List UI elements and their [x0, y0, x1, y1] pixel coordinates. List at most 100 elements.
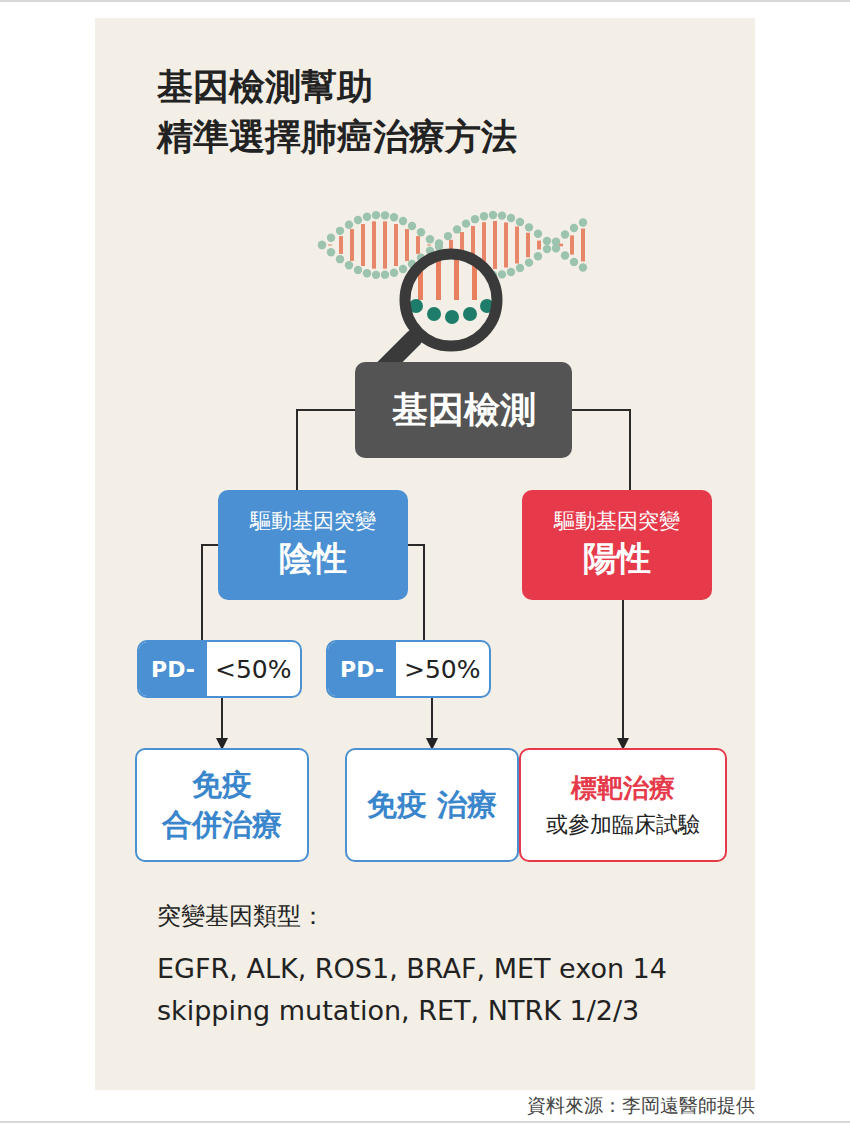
- base-pair: [350, 229, 354, 261]
- pd-value: >50%: [396, 642, 489, 696]
- pd-box: PD->50%: [326, 640, 491, 698]
- helix-dot: [372, 271, 380, 279]
- helix-dot: [363, 213, 371, 221]
- base-pair: [405, 229, 409, 261]
- title: 基因檢測幫助 精準選擇肺癌治療方法: [157, 62, 577, 163]
- helix-dot: [399, 217, 407, 225]
- result-box: 驅動基因突變陽性: [522, 490, 712, 600]
- base-pair: [339, 236, 343, 254]
- pd-tag: PD-: [139, 642, 207, 696]
- helix-dot: [372, 211, 380, 219]
- helix-dot: [525, 258, 533, 266]
- page-rule: [0, 0, 850, 2]
- gene-list: EGFR, ALK, ROS1, BRAF, MET exon 14 skipp…: [157, 948, 717, 1032]
- helix-dot: [417, 228, 425, 236]
- helix-dot: [534, 230, 542, 238]
- helix-dot: [426, 235, 434, 243]
- treatment-box: 免疫 治療: [345, 748, 519, 862]
- base-pair: [504, 222, 508, 267]
- pd-tag: PD-: [328, 642, 396, 696]
- helix-dot: [480, 212, 488, 220]
- helix-dot: [336, 255, 344, 263]
- helix-dot: [345, 221, 353, 229]
- base-pair: [581, 229, 585, 262]
- base-pair: [416, 236, 420, 254]
- base-pair: [383, 221, 387, 268]
- helix-dot: [399, 265, 407, 273]
- helix-dot: [516, 264, 524, 272]
- helix-dot: [543, 237, 551, 245]
- helix-dot: [390, 213, 398, 221]
- base-pair: [394, 224, 398, 266]
- box-text: 基因檢測: [392, 386, 536, 435]
- box-text: 免疫 治療: [357, 785, 507, 826]
- helix-dot: [408, 222, 416, 230]
- helix-dot: [561, 251, 569, 259]
- helix-dot: [444, 232, 452, 240]
- base-pair: [537, 241, 541, 250]
- pd-box: PD-<50%: [137, 640, 302, 698]
- helix-dot: [552, 238, 560, 246]
- helix-dot: [453, 225, 461, 233]
- branch-line: [572, 410, 630, 490]
- base-pair: [493, 221, 497, 269]
- branch-line: [297, 410, 355, 490]
- flow-arrow: [221, 698, 223, 748]
- box-subtitle: 驅動基因突變: [554, 508, 680, 535]
- helix-dot: [579, 218, 587, 226]
- base-pair: [570, 235, 574, 254]
- source-note: 資料來源：李岡遠醫師提供: [470, 1093, 755, 1119]
- base-pair: [372, 221, 376, 268]
- treatment-box: 標靶治療或參加臨床試驗: [519, 748, 727, 862]
- helix-dot: [507, 268, 515, 276]
- helix-dot: [570, 258, 578, 266]
- helix-dot: [363, 269, 371, 277]
- box-subtitle: 驅動基因突變: [250, 508, 376, 535]
- base-pair: [559, 244, 563, 247]
- helix-dot: [345, 261, 353, 269]
- helix-dot: [381, 270, 389, 278]
- helix-dot: [327, 248, 335, 256]
- helix-dot: [318, 241, 326, 249]
- helix-dot: [534, 252, 542, 260]
- helix-dot: [561, 230, 569, 238]
- box-text: 或參加臨床試驗: [546, 808, 700, 841]
- list-heading: 突變基因類型：: [157, 900, 657, 932]
- base-pair: [526, 233, 530, 258]
- test-box: 基因檢測: [355, 362, 572, 458]
- pd-value: <50%: [207, 642, 300, 696]
- helix-dot: [579, 263, 587, 271]
- helix-dot: [516, 218, 524, 226]
- branch-line: [408, 545, 424, 640]
- helix-dot: [471, 215, 479, 223]
- helix-dot: [498, 211, 506, 219]
- flow-arrow: [622, 600, 624, 748]
- helix-dot: [525, 223, 533, 231]
- helix-dot: [354, 216, 362, 224]
- helix-dot: [390, 268, 398, 276]
- helix-dot: [498, 270, 506, 278]
- base-pair: [361, 224, 365, 266]
- helix-dot: [381, 211, 389, 219]
- base-pair: [427, 244, 431, 245]
- treatment-box: 免疫 合併治療: [135, 748, 309, 862]
- helix-dot: [318, 241, 326, 249]
- page-rule: [0, 1121, 850, 1123]
- result-box: 驅動基因突變陰性: [218, 490, 408, 600]
- box-text: 免疫 合併治療: [147, 765, 297, 846]
- box-text: 標靶治療: [571, 769, 675, 808]
- box-heading: 陽性: [583, 535, 651, 583]
- helix-dot: [336, 227, 344, 235]
- helix-dot: [570, 224, 578, 232]
- base-pair: [328, 244, 332, 245]
- branch-line: [202, 545, 218, 640]
- helix-dot: [543, 245, 551, 253]
- helix-dot: [327, 233, 335, 241]
- flow-arrow: [431, 698, 433, 748]
- helix-dot: [354, 266, 362, 274]
- helix-dot: [507, 214, 515, 222]
- base-pair: [515, 226, 519, 263]
- helix-dot: [462, 219, 470, 227]
- box-heading: 陰性: [279, 535, 347, 583]
- helix-dot: [489, 211, 497, 219]
